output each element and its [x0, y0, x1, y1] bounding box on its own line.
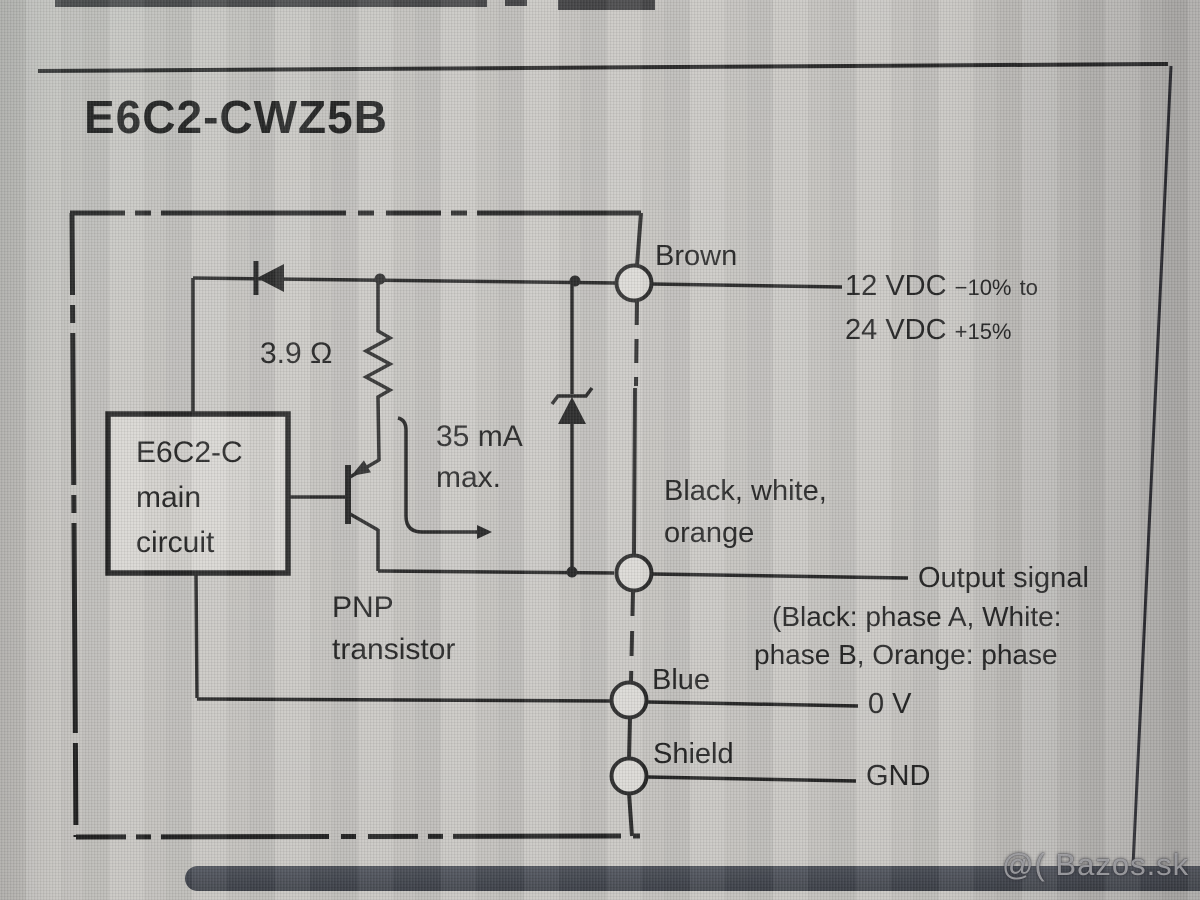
transistor-line1: PNP [332, 591, 394, 624]
terminal-brown [614, 263, 654, 303]
external-wires [646, 282, 909, 783]
supply-voltage-tolerance1: −10% [954, 275, 1012, 300]
supply-voltage-value2: 24 VDC [845, 314, 947, 346]
enclosure-right-edge [627, 212, 643, 837]
terminal-shield [609, 756, 649, 796]
current-flow-arrow [397, 416, 492, 539]
cropped-top-fragment-3 [558, 0, 655, 10]
cropped-top-fragment-2 [505, 0, 527, 6]
output-wires-line1: Black, white, [664, 475, 827, 507]
main-circuit-line1: E6C2-C [136, 436, 243, 469]
max-current-line1: 35 mA [436, 420, 523, 453]
max-current-label: 35 mA max. [436, 416, 523, 498]
blue-wire-label: Blue [652, 664, 711, 696]
page-title: E6C2-CWZ5B [84, 91, 388, 143]
main-circuit-box [105, 411, 291, 576]
transistor-line2: transistor [332, 633, 456, 666]
pnp-transistor-symbol [345, 458, 380, 571]
main-circuit-line3: circuit [136, 526, 215, 559]
output-signal-label: Output signal [918, 562, 1089, 594]
diode-symbol [253, 261, 284, 295]
output-note-line1: (Black: phase A, White: [772, 601, 1062, 632]
terminal-blue [609, 680, 649, 720]
main-circuit-line2: main [136, 481, 202, 514]
supply-voltage-value1: 12 VDC [845, 270, 947, 302]
zero-volt-label: 0 V [868, 688, 912, 720]
horizontal-scrollbar-thumb[interactable] [185, 866, 1200, 891]
resistor-symbol [362, 283, 394, 462]
zener-diode-symbol [550, 386, 594, 424]
output-note-line2: phase B, Orange: phase [754, 639, 1058, 670]
dashed-enclosure [69, 210, 641, 840]
supply-voltage-line1: 12 VDC −10% to [845, 272, 1038, 301]
ground-label: GND [866, 760, 931, 792]
main-circuit-label: E6C2-C main circuit [136, 430, 243, 565]
supply-voltage-line2: 24 VDC +15% [845, 316, 1012, 345]
section-rule [37, 62, 1169, 73]
junction-dots [374, 273, 581, 578]
resistor-value-label: 3.9 Ω [260, 337, 333, 370]
supply-voltage-tolerance2: +15% [954, 319, 1012, 344]
output-wires-label: Black, white, orange [664, 470, 827, 554]
terminal-circles [609, 263, 654, 796]
page-edge-line [1131, 65, 1173, 867]
max-current-line2: max. [436, 461, 502, 494]
transistor-label: PNP transistor [332, 587, 455, 671]
terminal-output [614, 553, 654, 593]
supply-voltage-suffix: to [1019, 275, 1038, 300]
brown-wire-label: Brown [655, 240, 738, 272]
cropped-top-fragment-1 [55, 0, 487, 7]
watermark: @( Bazos.sk [1002, 847, 1190, 882]
output-wires-line2: orange [664, 517, 755, 549]
shield-wire-label: Shield [653, 738, 734, 770]
